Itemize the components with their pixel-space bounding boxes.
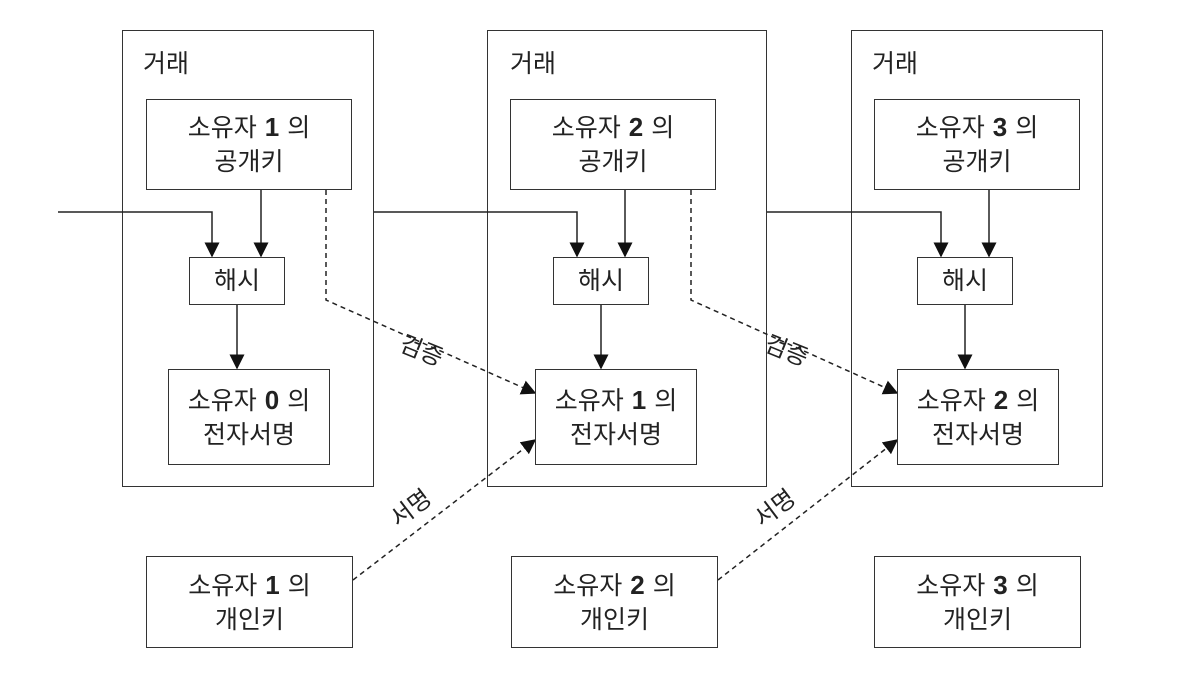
signature-box: 소유자 0 의 전자서명 [168, 369, 330, 465]
transaction-label: 거래 [872, 49, 919, 78]
transaction-label: 거래 [143, 49, 190, 78]
transaction-label: 거래 [510, 49, 557, 78]
verify-link [325, 190, 537, 395]
hash-box: 해시 [917, 257, 1013, 305]
private-key-box: 소유자 1 의 개인키 [146, 556, 353, 648]
prev-tx-link [58, 211, 220, 258]
sign-link [717, 439, 899, 581]
signature-box: 소유자 1 의 전자서명 [535, 369, 697, 465]
private-key-box: 소유자 2 의 개인키 [511, 556, 718, 648]
transaction-1 [122, 30, 374, 487]
sign-label: 서명 [749, 484, 801, 533]
hash-box: 해시 [553, 257, 649, 305]
hash-box: 해시 [189, 257, 285, 305]
sign-link [352, 439, 537, 581]
public-key-box: 소유자 2 의 공개키 [510, 99, 716, 190]
sign-label: 서명 [385, 484, 437, 533]
transaction-2 [487, 30, 767, 487]
verify-link [690, 190, 899, 395]
verify-label: 검증 [396, 330, 447, 373]
public-key-box: 소유자 3 의 공개키 [874, 99, 1080, 190]
transaction-3 [851, 30, 1103, 487]
signature-box: 소유자 2 의 전자서명 [897, 369, 1059, 465]
private-key-box: 소유자 3 의 개인키 [874, 556, 1081, 648]
public-key-box: 소유자 1 의 공개키 [146, 99, 352, 190]
tx-link [374, 211, 585, 258]
verify-label: 검증 [761, 330, 812, 373]
tx-link [767, 211, 949, 258]
